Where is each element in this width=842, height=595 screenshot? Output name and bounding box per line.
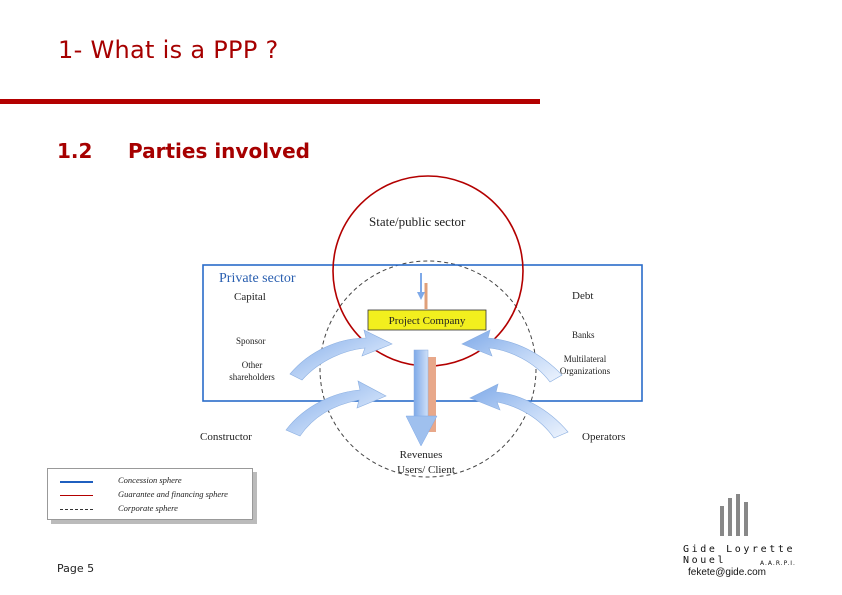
section-number: 1.2	[57, 139, 93, 163]
page-number: Page 5	[57, 562, 95, 575]
operators-arrow	[469, 383, 569, 439]
state-sector-label: State/public sector	[369, 214, 466, 229]
legend-label-guarantee: Guarantee and financing sphere	[118, 489, 228, 499]
multilateral-line2: Organizations	[560, 366, 611, 376]
other-shareholders-line2: shareholders	[229, 372, 275, 382]
legend-label-concession: Concession sphere	[118, 475, 182, 485]
legend-swatch-corporate	[60, 509, 93, 510]
other-shareholders-line1: Other	[242, 360, 263, 370]
corporate-sphere-circle	[319, 260, 537, 478]
title-underline	[0, 99, 540, 104]
firm-name: Gide Loyrette Nouel	[683, 544, 796, 566]
banks-label: Banks	[572, 330, 595, 340]
legend-label-corporate: Corporate sphere	[118, 503, 178, 513]
section-title: Parties involved	[128, 139, 310, 163]
legend: Concession sphere Guarantee and financin…	[47, 468, 253, 520]
operators-label: Operators	[582, 431, 625, 443]
multilateral-line1: Multilateral	[564, 354, 607, 364]
sponsor-arrow	[289, 329, 393, 381]
constructor-arrow	[285, 380, 387, 437]
state-arrow	[417, 273, 428, 309]
users-client-label: Users/ Client	[397, 464, 455, 476]
project-company-box	[367, 309, 487, 331]
constructor-label: Constructor	[200, 431, 252, 443]
firm-logo	[720, 494, 748, 536]
revenue-arrow	[405, 349, 438, 447]
banks-arrow	[461, 329, 563, 383]
contact-email[interactable]: fekete@gide.com	[688, 567, 766, 578]
capital-label: Capital	[234, 291, 266, 303]
private-sector-label: Private sector	[219, 271, 296, 286]
debt-label: Debt	[572, 290, 593, 302]
project-company-label: Project Company	[389, 315, 466, 327]
page-title: 1- What is a PPP ?	[58, 36, 279, 64]
legend-swatch-concession	[60, 481, 93, 483]
state-sphere-circle	[332, 175, 524, 367]
revenues-label: Revenues	[400, 449, 443, 461]
firm-subtitle: A.A.R.P.I.	[760, 560, 796, 567]
legend-swatch-guarantee	[60, 495, 93, 496]
sponsor-label: Sponsor	[236, 336, 266, 346]
